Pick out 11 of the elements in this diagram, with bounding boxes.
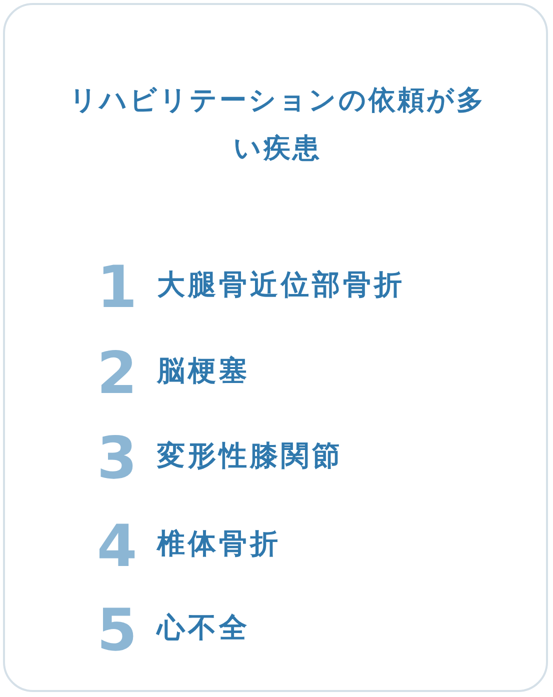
- rank-number: 3: [96, 426, 138, 490]
- rank-number: 1: [96, 255, 138, 319]
- rank-number: 5: [96, 598, 138, 662]
- title: リハビリテーションの依頼が多い疾患: [68, 84, 486, 166]
- rank-number: 4: [96, 514, 138, 578]
- disease-name: 脳梗塞: [157, 353, 250, 389]
- disease-name: 大腿骨近位部骨折: [157, 267, 405, 303]
- disease-name: 心不全: [157, 610, 250, 646]
- disease-name: 椎体骨折: [157, 526, 281, 562]
- rank-number: 2: [96, 341, 138, 405]
- disease-name: 変形性膝関節: [157, 438, 343, 474]
